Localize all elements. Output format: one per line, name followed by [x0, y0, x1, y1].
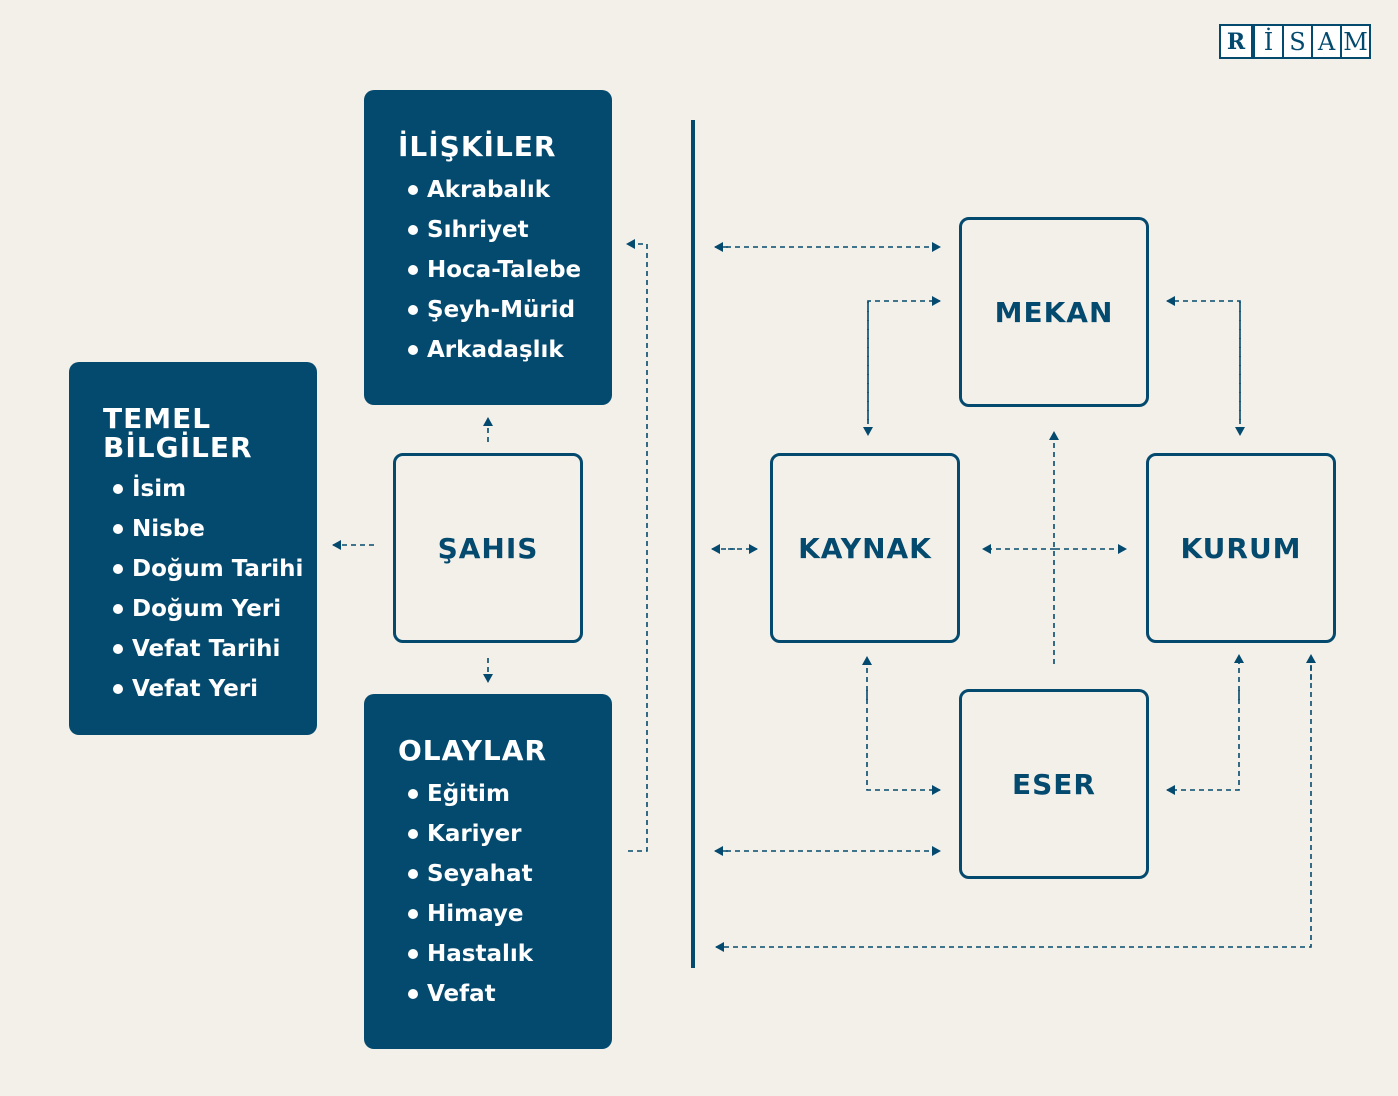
list-item: Vefat Yeri: [113, 669, 303, 709]
list-item: Doğum Tarihi: [113, 549, 303, 589]
list-item: Arkadaşlık: [408, 330, 581, 370]
list-item: Şeyh-Mürid: [408, 290, 581, 330]
mekan-node: MEKAN: [959, 217, 1149, 407]
logo-letter: İ: [1255, 26, 1282, 57]
list-item: Eğitim: [408, 774, 533, 814]
temel-bilgiler-panel: TEMEL BİLGİLER İsim Nisbe Doğum Tarihi D…: [69, 362, 317, 735]
eser-node: ESER: [959, 689, 1149, 879]
sahis-label: ŞAHIS: [437, 531, 539, 565]
list-item: İsim: [113, 469, 303, 509]
list-item: Vefat: [408, 974, 533, 1014]
list-item: Doğum Yeri: [113, 589, 303, 629]
temel-bilgiler-list: İsim Nisbe Doğum Tarihi Doğum Yeri Vefat…: [113, 469, 303, 709]
arrow-kurum-eser: [1166, 690, 1240, 795]
kurum-label: KURUM: [1180, 531, 1302, 565]
logo-letter: A: [1313, 26, 1340, 57]
logo-mark-icon: R: [1221, 26, 1251, 57]
logo-text: İ S A M: [1253, 26, 1369, 57]
sahis-node: ŞAHIS: [393, 453, 583, 643]
list-item: Kariyer: [408, 814, 533, 854]
arrow-kaynak-eser: [866, 690, 941, 795]
list-item: Hastalık: [408, 934, 533, 974]
olaylar-title: OLAYLAR: [398, 734, 547, 767]
list-item: Akrabalık: [408, 170, 581, 210]
list-item: Sıhriyet: [408, 210, 581, 250]
arrow-olaylar-iliskiler: [626, 239, 648, 852]
mekan-label: MEKAN: [994, 295, 1114, 329]
isam-logo: R İ S A M: [1219, 24, 1371, 59]
eser-label: ESER: [1012, 767, 1096, 801]
list-item: Nisbe: [113, 509, 303, 549]
logo-letter: S: [1284, 26, 1311, 57]
list-item: Vefat Tarihi: [113, 629, 303, 669]
list-item: Hoca-Talebe: [408, 250, 581, 290]
iliskiler-title: İLİŞKİLER: [398, 130, 557, 163]
logo-letter: M: [1342, 26, 1369, 57]
kaynak-node: KAYNAK: [770, 453, 960, 643]
iliskiler-list: Akrabalık Sıhriyet Hoca-Talebe Şeyh-Müri…: [408, 170, 581, 370]
olaylar-list: Eğitim Kariyer Seyahat Himaye Hastalık V…: [408, 774, 533, 1014]
arrow-kurum-mekan: [1166, 296, 1241, 420]
arrow-kurum-divider-bottom: [715, 665, 1312, 952]
olaylar-panel: OLAYLAR Eğitim Kariyer Seyahat Himaye Ha…: [364, 694, 612, 1049]
kurum-node: KURUM: [1146, 453, 1336, 643]
kaynak-label: KAYNAK: [798, 531, 932, 565]
temel-bilgiler-title: TEMEL BİLGİLER: [103, 402, 253, 464]
arrow-kaynak-mekan: [867, 296, 941, 420]
list-item: Seyahat: [408, 854, 533, 894]
list-item: Himaye: [408, 894, 533, 934]
iliskiler-panel: İLİŞKİLER Akrabalık Sıhriyet Hoca-Talebe…: [364, 90, 612, 405]
